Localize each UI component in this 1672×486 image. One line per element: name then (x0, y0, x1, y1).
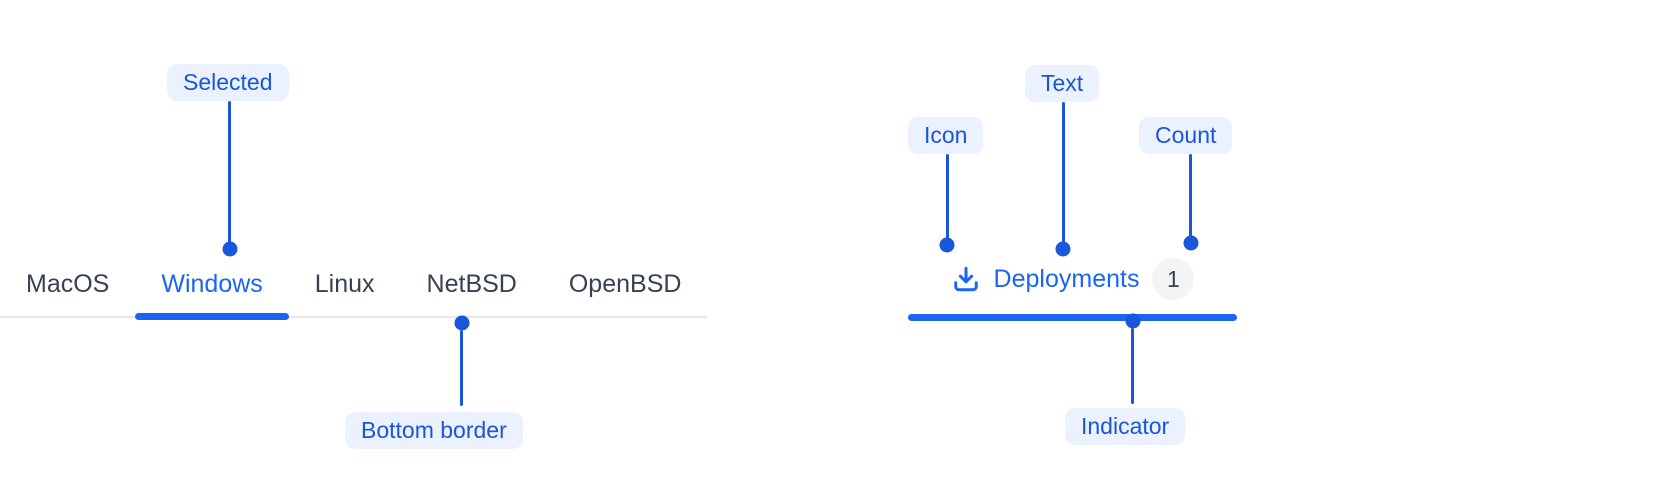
selected-callout-line (228, 101, 231, 243)
text-callout-dot (1055, 241, 1071, 257)
count-badge: 1 (1152, 258, 1195, 300)
tab-linux[interactable]: Linux (314, 269, 375, 298)
bottom-border-callout-line (460, 330, 463, 406)
tab-windows[interactable]: Windows (135, 252, 290, 320)
active-tab-indicator (908, 314, 1237, 321)
count-callout-dot (1183, 235, 1199, 251)
indicator-callout-line (1131, 328, 1134, 404)
tab-macos[interactable]: MacOS (26, 269, 110, 298)
text-callout-line (1062, 102, 1065, 243)
download-icon (951, 264, 981, 294)
count-annotation-label: Count (1139, 117, 1233, 154)
bottom-border-annotation-label: Bottom border (345, 412, 523, 449)
indicator-annotation-label: Indicator (1065, 408, 1186, 445)
count-callout-line (1189, 154, 1192, 237)
tab-deployments[interactable]: Deployments 1 (908, 254, 1237, 304)
tab-openbsd[interactable]: OpenBSD (568, 269, 682, 298)
icon-callout-line (946, 154, 949, 239)
selected-callout-dot (222, 241, 238, 257)
tab-deployments-label: Deployments (993, 264, 1140, 293)
os-tab-bar: MacOS Windows Linux NetBSD OpenBSD (0, 252, 708, 320)
selected-annotation-label: Selected (167, 64, 289, 101)
bottom-border-callout-dot (454, 315, 470, 331)
icon-callout-dot (939, 237, 955, 253)
indicator-callout-dot (1125, 313, 1141, 329)
icon-annotation-label: Icon (908, 117, 984, 154)
tab-netbsd[interactable]: NetBSD (426, 269, 517, 298)
text-annotation-label: Text (1025, 65, 1100, 102)
